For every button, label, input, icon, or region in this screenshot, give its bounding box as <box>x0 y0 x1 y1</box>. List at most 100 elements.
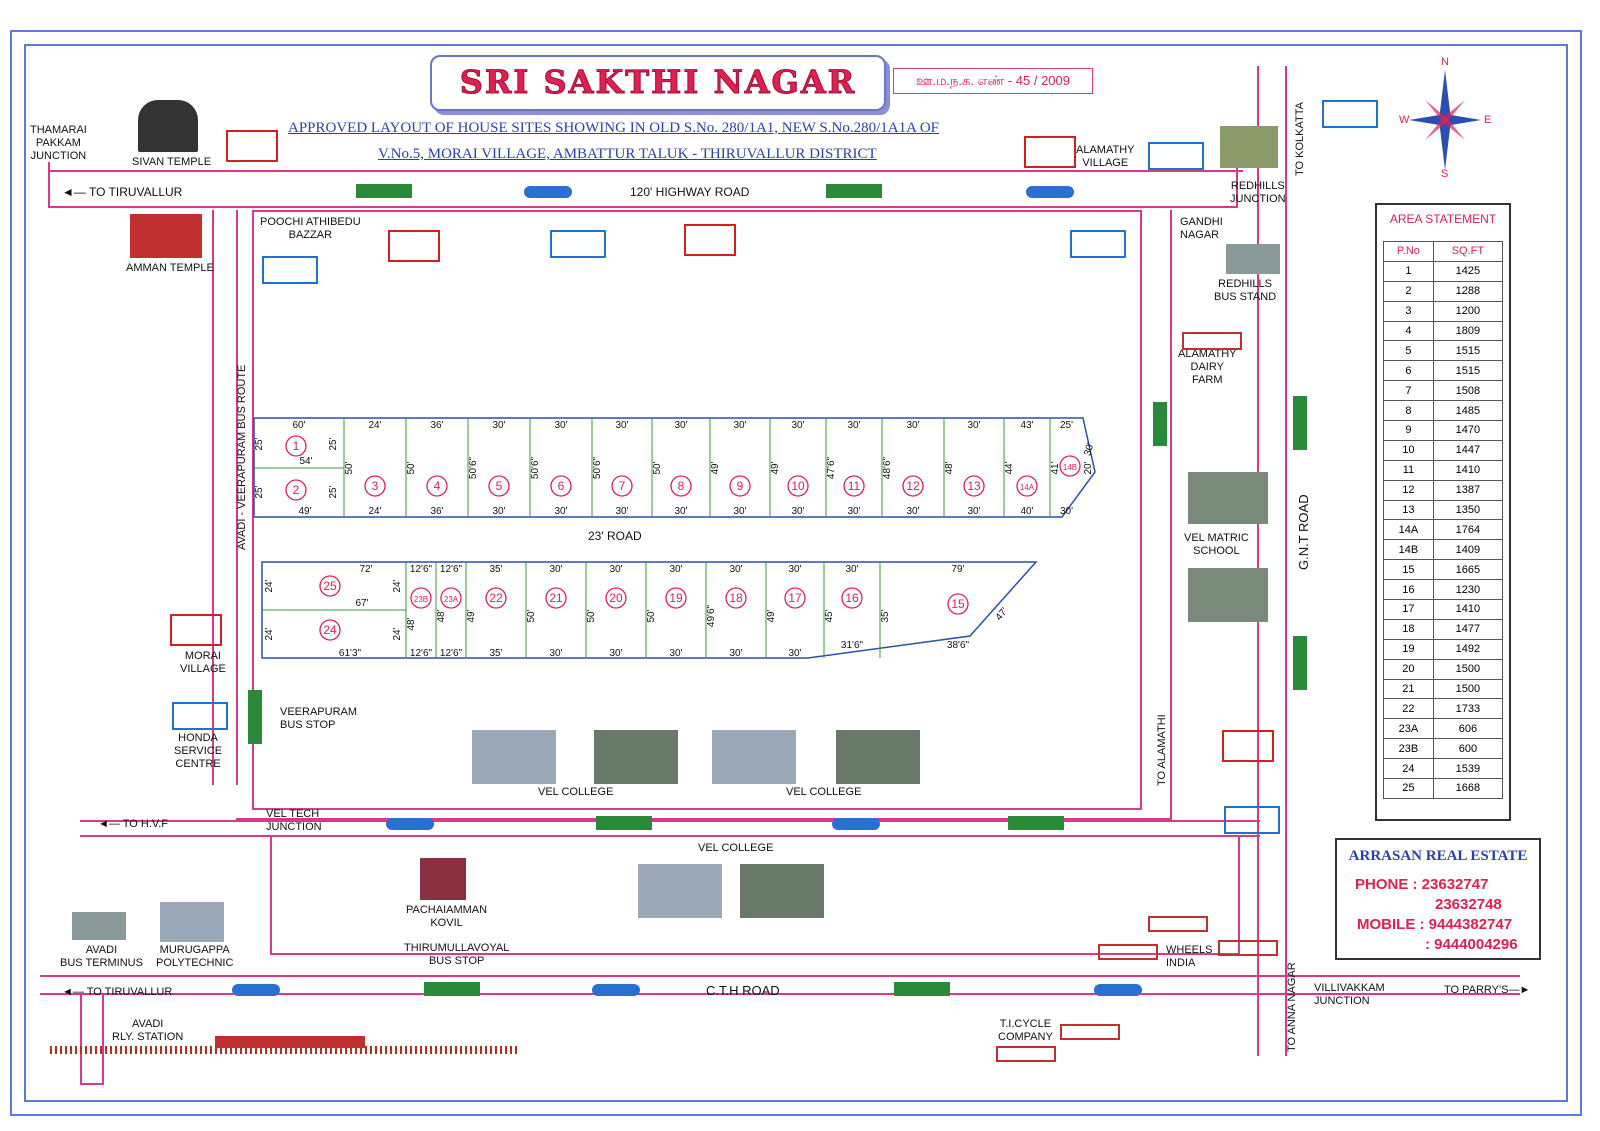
dimension-label: 25' <box>254 437 265 450</box>
alamathy-village-label: ALAMATHY VILLAGE <box>1076 144 1135 169</box>
dimension-label: 67' <box>355 598 368 609</box>
col-plot-header: P.No <box>1383 241 1434 262</box>
plot-number-cell: 5 <box>1383 340 1434 362</box>
avadi-rly-road <box>80 995 104 1085</box>
plot-number-circle <box>550 475 572 497</box>
plot-number: 19 <box>669 591 683 605</box>
plot-number: 7 <box>619 479 626 493</box>
redhills-junction-label: REDHILLS JUNCTION <box>1230 180 1286 205</box>
plot-number: 20 <box>609 591 623 605</box>
plot-area-cell: 1470 <box>1432 420 1504 441</box>
dimension-label: 30' <box>733 420 746 431</box>
highway-road-top <box>48 162 1238 208</box>
dimension-label: 50'6" <box>530 456 541 479</box>
house-icon <box>684 224 736 256</box>
plot-number-circle <box>488 475 510 497</box>
dimension-label: 79' <box>951 564 964 575</box>
dimension-label: 72' <box>359 564 372 575</box>
compass-e: E <box>1484 114 1492 126</box>
dimension-label: 30' <box>791 506 804 517</box>
bus-icon <box>826 184 882 198</box>
avadi-rly-label: AVADI RLY. STATION <box>112 1018 184 1043</box>
honda-label: HONDA SERVICE CENTRE <box>174 732 223 770</box>
dimension-label: 54' <box>299 456 312 467</box>
plot-number-circle <box>787 475 809 497</box>
building-icon <box>262 256 318 284</box>
dimension-label: 24' <box>392 579 403 592</box>
plot-area-cell: 1425 <box>1432 260 1504 282</box>
house-icon <box>388 230 440 262</box>
dimension-label: 48' <box>944 461 955 474</box>
dimension-label: 24' <box>264 579 275 592</box>
dimension-label: 40' <box>1020 506 1033 517</box>
compass-w: W <box>1399 114 1410 126</box>
temple-icon <box>138 100 198 152</box>
photo-building <box>1220 126 1278 168</box>
dimension-label: 30' <box>674 420 687 431</box>
cth-road-label: C.T.H ROAD <box>706 983 780 998</box>
dimension-label: 50'6" <box>592 456 603 479</box>
car-icon <box>592 984 640 996</box>
dimension-label: 24' <box>368 506 381 517</box>
dimension-label: 50' <box>406 461 417 474</box>
plot-number-cell: 18 <box>1383 618 1434 640</box>
plot-area-cell: 1733 <box>1432 698 1504 720</box>
plot-number: 8 <box>678 479 685 493</box>
plot-number-cell: 9 <box>1383 420 1434 441</box>
dimension-label: 41' <box>1050 461 1061 474</box>
dimension-label: 30' <box>615 506 628 517</box>
highway-road-label: 120' HIGHWAY ROAD <box>630 185 750 199</box>
plot-area-cell: 600 <box>1432 738 1504 760</box>
car-icon <box>1026 186 1074 198</box>
thirumullavoyal-label: THIRUMULLAVOYAL BUS STOP <box>404 942 510 967</box>
plot-number-cell: 12 <box>1383 479 1434 501</box>
dimension-label: 30' <box>729 564 742 575</box>
dimension-label: 47' <box>994 606 1011 623</box>
inner-loop-road <box>252 210 1142 810</box>
dimension-label: 31'6" <box>841 640 864 651</box>
compass-n: N <box>1441 56 1449 68</box>
car-icon <box>232 984 280 996</box>
plot-area-cell: 1665 <box>1432 559 1504 581</box>
dimension-label: 30' <box>847 506 860 517</box>
plot-number-cell: 21 <box>1383 678 1434 700</box>
dimension-label: 47'6" <box>826 456 837 479</box>
dimension-label: 30' <box>967 506 980 517</box>
plot-number-cell: 10 <box>1383 439 1434 461</box>
train-icon <box>215 1036 365 1048</box>
photo-redhills-bus <box>1226 244 1280 274</box>
dimension-label: 50' <box>586 609 597 622</box>
plot-area-cell: 1485 <box>1432 400 1504 422</box>
dimension-label: 30' <box>549 648 562 659</box>
amman-temple-icon <box>130 214 202 258</box>
plot-number: 6 <box>558 479 565 493</box>
photo-vel-matric <box>1188 472 1268 524</box>
dimension-label: 50' <box>652 461 663 474</box>
plot-number-cell: 14A <box>1383 519 1434 541</box>
subtitle-line-1: APPROVED LAYOUT OF HOUSE SITES SHOWING I… <box>288 120 940 136</box>
plot-area-cell: 1288 <box>1432 280 1504 302</box>
to-tiruvallur-top: ◄— TO TIRUVALLUR <box>62 185 183 199</box>
vel-tech-label: VEL TECH JUNCTION <box>266 808 322 833</box>
wheels-india-label: WHEELS INDIA <box>1166 944 1213 969</box>
mid-road <box>80 820 1260 822</box>
to-parrys: TO PARRY'S—► <box>1444 984 1531 996</box>
dimension-label: 48' <box>406 617 417 630</box>
plot-number: 13 <box>967 479 981 493</box>
car-icon <box>386 818 434 830</box>
gnt-road-west <box>1257 66 1259 1056</box>
plot-number: 12 <box>906 479 920 493</box>
title-box: SRI SAKTHI NAGAR <box>430 55 886 111</box>
mobile-2: : 9444004296 <box>1425 936 1518 953</box>
bus-icon <box>1293 636 1307 690</box>
